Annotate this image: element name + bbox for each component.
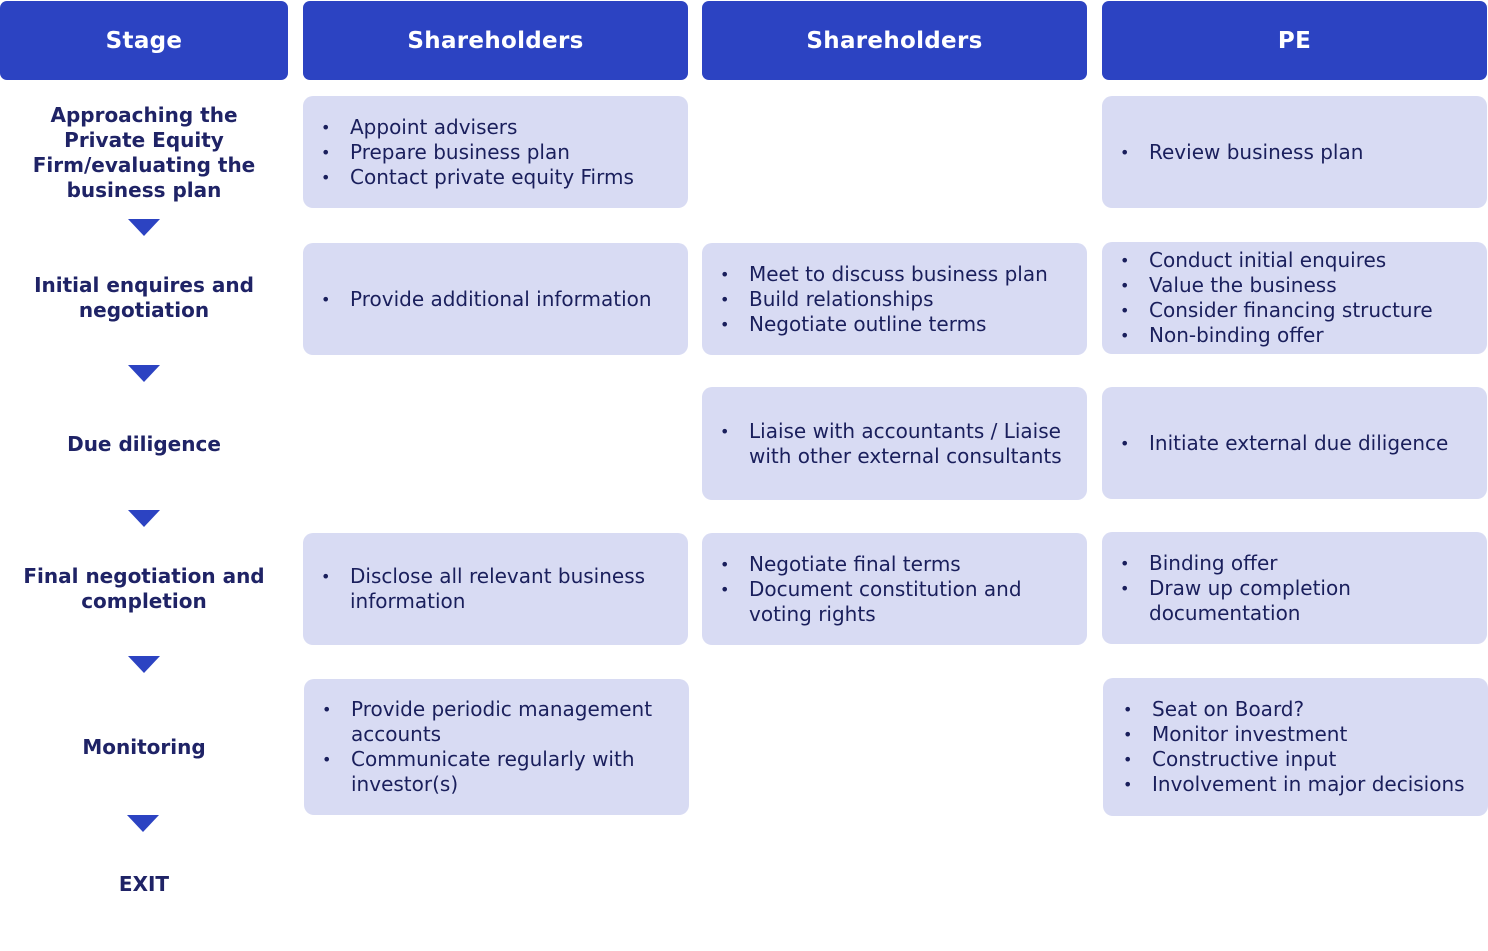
- list-item: Prepare business plan: [319, 140, 672, 165]
- bullet-list: Meet to discuss business planBuild relat…: [718, 262, 1071, 337]
- stage-approaching: Approaching the Private Equity Firm/eval…: [32, 102, 256, 202]
- list-item: Document constitution and voting rights: [718, 577, 1071, 627]
- bullet-list: Conduct initial enquiresValue the busine…: [1118, 248, 1471, 348]
- bullet-list: Disclose all relevant business informati…: [319, 564, 672, 614]
- stage-due-diligence: Due diligence: [67, 431, 221, 456]
- list-item: Review business plan: [1118, 140, 1471, 165]
- list-item: Constructive input: [1121, 747, 1472, 772]
- list-item: Negotiate outline terms: [718, 312, 1071, 337]
- stage-final-negotiation: Final negotiation and completion: [23, 564, 265, 613]
- list-item: Involvement in major decisions: [1121, 772, 1472, 797]
- bullet-list: Provide additional information: [319, 287, 672, 312]
- bullet-list: Negotiate final termsDocument constituti…: [718, 552, 1071, 627]
- cell-final-shareholders-1: Disclose all relevant business informati…: [303, 533, 688, 645]
- cell-approaching-pe: Review business plan: [1102, 96, 1487, 208]
- cell-approaching-shareholders: Appoint advisersPrepare business planCon…: [303, 96, 688, 208]
- cell-initial-pe: Conduct initial enquiresValue the busine…: [1102, 242, 1487, 354]
- bullet-list: Binding offerDraw up completion document…: [1118, 551, 1471, 626]
- list-item: Contact private equity Firms: [319, 165, 672, 190]
- down-arrow-icon: [128, 510, 160, 527]
- list-item: Negotiate final terms: [718, 552, 1071, 577]
- list-item: Draw up completion documentation: [1118, 576, 1471, 626]
- list-item: Build relationships: [718, 287, 1071, 312]
- cell-due-diligence-shareholders-2: Liaise with accountants / Liaise with ot…: [702, 387, 1087, 500]
- cell-monitoring-pe: Seat on Board?Monitor investmentConstruc…: [1103, 678, 1488, 816]
- cell-initial-shareholders-1: Provide additional information: [303, 243, 688, 355]
- header-stage: Stage: [0, 1, 288, 80]
- list-item: Monitor investment: [1121, 722, 1472, 747]
- list-item: Meet to discuss business plan: [718, 262, 1071, 287]
- stage-monitoring: Monitoring: [82, 734, 206, 759]
- header-shareholders-2: Shareholders: [702, 1, 1087, 80]
- list-item: Conduct initial enquires: [1118, 248, 1471, 273]
- bullet-list: Appoint advisersPrepare business planCon…: [319, 115, 672, 190]
- bullet-list: Provide periodic management accountsComm…: [320, 697, 673, 797]
- down-arrow-icon: [128, 219, 160, 236]
- cell-final-pe: Binding offerDraw up completion document…: [1102, 532, 1487, 644]
- list-item: Liaise with accountants / Liaise with ot…: [718, 419, 1071, 469]
- header-pe: PE: [1102, 1, 1487, 80]
- cell-initial-shareholders-2: Meet to discuss business planBuild relat…: [702, 243, 1087, 355]
- cell-final-shareholders-2: Negotiate final termsDocument constituti…: [702, 533, 1087, 645]
- list-item: Value the business: [1118, 273, 1471, 298]
- down-arrow-icon: [128, 365, 160, 382]
- bullet-list: Initiate external due diligence: [1118, 431, 1471, 456]
- list-item: Provide periodic management accounts: [320, 697, 673, 747]
- bullet-list: Review business plan: [1118, 140, 1471, 165]
- list-item: Binding offer: [1118, 551, 1471, 576]
- list-item: Consider financing structure: [1118, 298, 1471, 323]
- cell-due-diligence-pe: Initiate external due diligence: [1102, 387, 1487, 499]
- list-item: Non-binding offer: [1118, 323, 1471, 348]
- list-item: Communicate regularly with investor(s): [320, 747, 673, 797]
- stage-initial-enquires: Initial enquires and negotiation: [34, 273, 254, 322]
- down-arrow-icon: [127, 815, 159, 832]
- list-item: Initiate external due diligence: [1118, 431, 1471, 456]
- cell-monitoring-shareholders-1: Provide periodic management accountsComm…: [304, 679, 689, 815]
- bullet-list: Seat on Board?Monitor investmentConstruc…: [1121, 697, 1472, 797]
- bullet-list: Liaise with accountants / Liaise with ot…: [718, 419, 1071, 469]
- list-item: Seat on Board?: [1121, 697, 1472, 722]
- list-item: Disclose all relevant business informati…: [319, 564, 672, 614]
- down-arrow-icon: [128, 656, 160, 673]
- list-item: Provide additional information: [319, 287, 672, 312]
- list-item: Appoint advisers: [319, 115, 672, 140]
- stage-exit: EXIT: [118, 871, 170, 896]
- header-shareholders-1: Shareholders: [303, 1, 688, 80]
